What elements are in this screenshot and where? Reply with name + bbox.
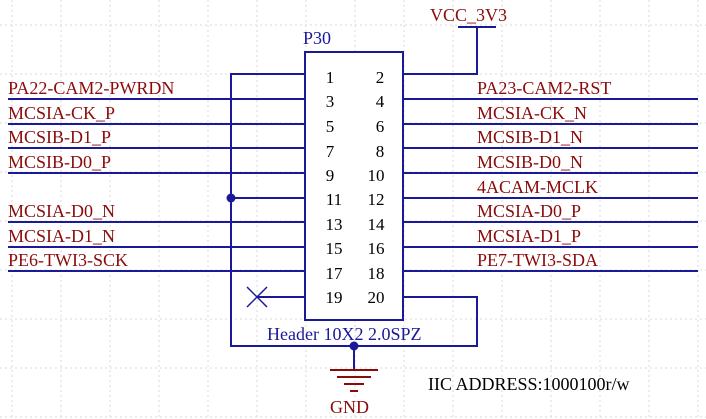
pin-number: 18 [368,264,385,283]
designator-label: P30 [303,28,331,48]
pin-number: 17 [326,264,344,283]
pin-number: 7 [326,142,335,161]
pin-number: 19 [326,288,343,307]
net-label-pa23[interactable]: PA23-CAM2-RST [477,78,611,98]
iic-address-note: IIC ADDRESS:1000100r/w [428,374,630,394]
pin-numbers-right: 2 4 6 8 10 12 14 16 18 20 [368,68,386,307]
pin-number: 14 [368,215,386,234]
net-label-mcsib-d0-n[interactable]: MCSIB-D0_N [477,152,583,172]
net-label-pe6-twi3-sck[interactable]: PE6-TWI3-SCK [8,250,128,270]
net-label-4acam-mclk[interactable]: 4ACAM-MCLK [477,177,598,197]
net-label-mcsia-d0-p[interactable]: MCSIA-D0_P [477,201,581,221]
pin-number: 5 [326,117,335,136]
vcc-label: VCC_3V3 [430,5,507,25]
net-label-mcsib-d1-n[interactable]: MCSIB-D1_N [477,127,583,147]
net-label-mcsib-d0-p[interactable]: MCSIB-D0_P [8,152,111,172]
pin-number: 15 [326,239,343,258]
pin-number: 3 [326,92,335,111]
pin-number: 13 [326,215,343,234]
connector-body[interactable] [304,51,404,321]
wire-pin2[interactable] [403,44,478,75]
net-label-mcsia-ck-n[interactable]: MCSIA-CK_N [477,103,587,123]
pin-number: 16 [368,239,385,258]
pin-number: 8 [376,142,385,161]
net-label-mcsia-ck-p[interactable]: MCSIA-CK_P [8,103,115,123]
left-net-labels: PA22-CAM2-PWRDN MCSIA-CK_P MCSIB-D1_P MC… [8,78,174,270]
pin-numbers-left: 1 3 5 7 9 11 13 15 17 19 [326,68,344,307]
pin-number: 12 [368,190,385,209]
no-connect-mark [246,286,268,308]
gnd-label: GND [330,397,369,417]
net-label-pe7-twi3-sda[interactable]: PE7-TWI3-SDA [477,250,598,270]
vcc-power-port[interactable]: VCC_3V3 [430,5,507,44]
junction-dot [226,193,236,203]
pin-number: 10 [368,166,385,185]
pin-number: 6 [376,117,385,136]
value-label: Header 10X2 2.0SPZ [267,324,421,344]
pin-number: 4 [376,92,385,111]
net-label-mcsib-d1-p[interactable]: MCSIB-D1_P [8,127,111,147]
pin-number: 1 [326,68,335,87]
right-wires [403,44,698,272]
net-label-pa22[interactable]: PA22-CAM2-PWRDN [8,78,174,98]
pin-number: 9 [326,166,335,185]
net-label-mcsia-d0-n[interactable]: MCSIA-D0_N [8,201,115,221]
net-label-mcsia-d1-n[interactable]: MCSIA-D1_N [8,226,115,246]
right-net-labels: PA23-CAM2-RST MCSIA-CK_N MCSIB-D1_N MCSI… [477,78,611,270]
pin-number: 2 [376,68,385,87]
pin-number: 20 [368,288,385,307]
pin-number: 11 [326,190,342,209]
gnd-power-port[interactable]: GND [330,346,378,417]
net-label-mcsia-d1-p[interactable]: MCSIA-D1_P [477,226,581,246]
